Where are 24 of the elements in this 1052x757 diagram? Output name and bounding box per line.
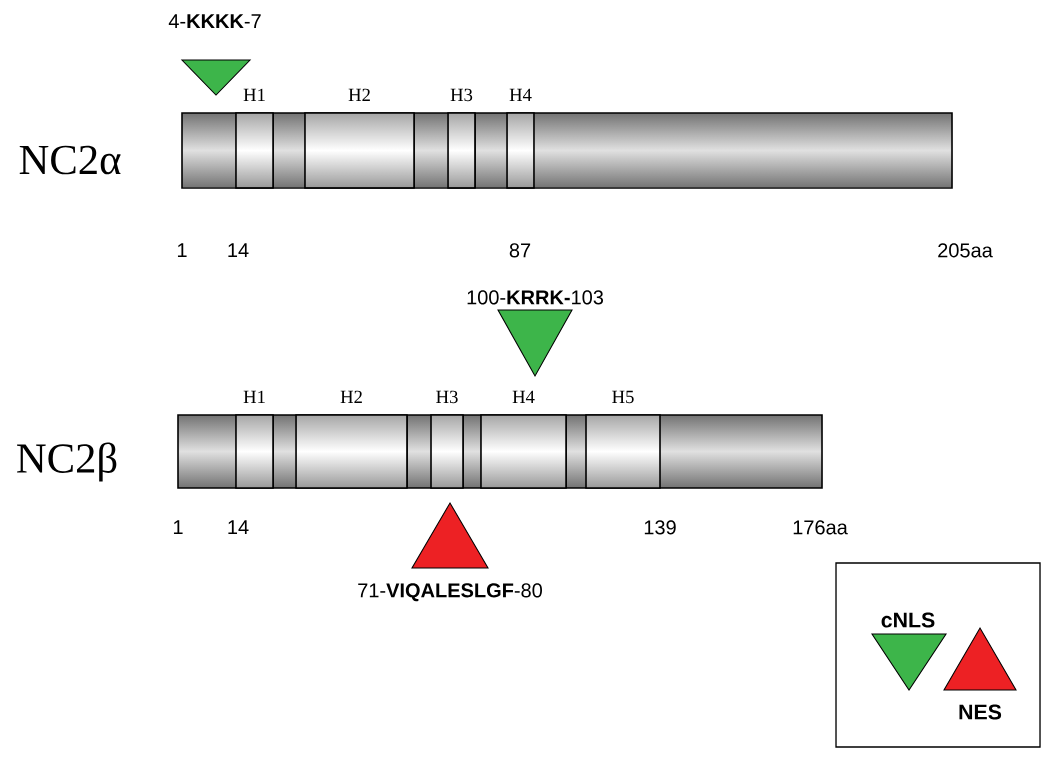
- protein-name: NC2β: [17, 442, 117, 482]
- motif-label: 100-KRRK-103: [467, 290, 604, 305]
- protein-name: NC2α: [19, 145, 121, 175]
- helix-label: H5: [612, 390, 634, 404]
- helix-label: H3: [436, 390, 458, 404]
- position-number: 14: [228, 243, 249, 258]
- legend-label: NES: [959, 704, 1002, 720]
- legend-label: cNLS: [881, 612, 935, 628]
- position-number: 139: [644, 520, 676, 535]
- helix-label: H2: [348, 88, 370, 101]
- position-number: 205aa: [938, 243, 993, 258]
- position-number: 176aa: [793, 520, 848, 535]
- helix-label: H3: [450, 88, 473, 102]
- helix-label: H4: [512, 390, 535, 403]
- position-number: 1: [173, 520, 183, 535]
- motif-label: 71-VIQALESLGF-80: [358, 583, 542, 602]
- position-number: 1: [177, 243, 187, 258]
- helix-label: H1: [243, 390, 265, 403]
- helix-label: H1: [243, 88, 265, 101]
- position-number: 14: [228, 520, 249, 535]
- motif-label: 4-KKKK-7: [168, 14, 261, 29]
- helix-label: H2: [340, 390, 362, 403]
- helix-label: H4: [509, 88, 532, 101]
- position-number: 87: [509, 243, 531, 258]
